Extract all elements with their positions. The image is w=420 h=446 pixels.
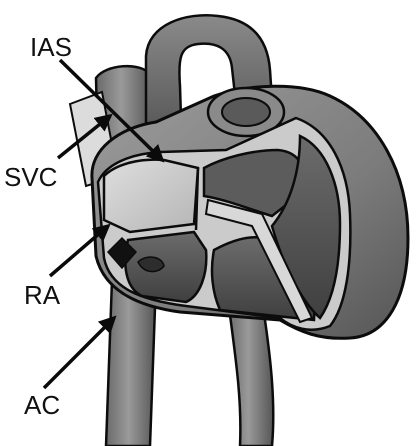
- pulmonary-ring-inner: [222, 98, 270, 126]
- label-ias: IAS: [30, 32, 72, 62]
- right-ventricle: [125, 232, 206, 302]
- label-svc: SVC: [4, 162, 57, 192]
- label-ac: AC: [24, 390, 60, 420]
- right-atrium: [104, 160, 198, 232]
- label-ra: RA: [24, 280, 61, 310]
- ac-arrow: [44, 318, 114, 388]
- descending-aorta: [228, 300, 273, 446]
